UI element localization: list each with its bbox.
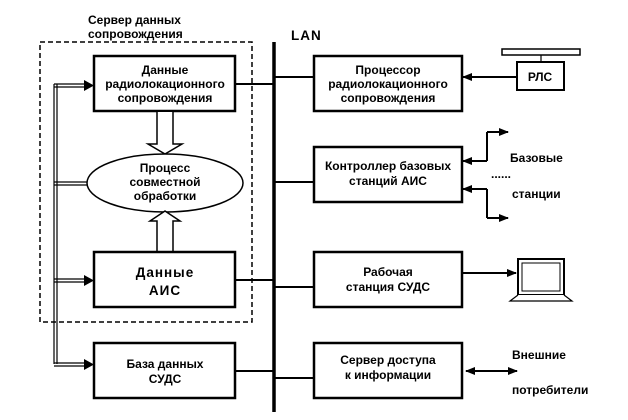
base-station-links bbox=[462, 128, 509, 222]
radar-data-line2: радиолокационного bbox=[105, 77, 225, 91]
workstation-block: Рабочая станция СУДС bbox=[312, 250, 464, 309]
access-server-line2: к информации bbox=[345, 368, 431, 382]
consumers-line1: Внешние bbox=[512, 348, 566, 362]
base-stations-line1: Базовые bbox=[510, 151, 563, 165]
radar-data-line3: сопровождения bbox=[118, 91, 213, 105]
radar-antenna-icon bbox=[501, 48, 581, 56]
workstation-line1: Рабочая bbox=[363, 265, 413, 279]
radar-data-line1: Данные bbox=[142, 63, 189, 77]
radar-processor-block: Процессор радиолокационного сопровождени… bbox=[312, 54, 464, 113]
consumers-line2: потребители bbox=[512, 383, 588, 397]
ais-data-line2: АИС bbox=[149, 283, 181, 298]
laptop-icon bbox=[508, 258, 574, 302]
radar-unit: РЛС bbox=[462, 48, 581, 91]
base-stations-line2: станции bbox=[512, 187, 561, 201]
vts-database-block: База данных СУДС bbox=[92, 341, 237, 400]
ais-controller-line1: Контроллер базовых bbox=[325, 159, 451, 173]
access-server-line1: Сервер доступа bbox=[340, 353, 436, 367]
fusion-process-line2: совместной bbox=[129, 175, 200, 189]
ais-data-block: Данные АИС bbox=[92, 250, 237, 309]
fusion-process-line1: Процесс bbox=[140, 161, 191, 175]
radar-processor-line2: радиолокационного bbox=[328, 77, 448, 91]
server-group-boundary bbox=[39, 41, 253, 323]
flow-arrow-up bbox=[147, 210, 183, 251]
radar-processor-line1: Процессор bbox=[355, 63, 420, 77]
base-stations-ellipsis: ...... bbox=[491, 167, 511, 181]
fusion-process-block: Процесс совместной обработки bbox=[86, 153, 244, 213]
vts-database-line2: СУДС bbox=[149, 372, 182, 386]
right-bus-connectors bbox=[274, 76, 314, 379]
access-server-block: Сервер доступа к информации bbox=[312, 341, 464, 400]
radar-data-block: Данные радиолокационного сопровождения bbox=[92, 54, 237, 113]
radar-processor-line3: сопровождения bbox=[341, 91, 436, 105]
left-bus-connectors bbox=[235, 83, 274, 372]
server-group-title-line1: Сервер данных bbox=[88, 13, 181, 27]
workstation-line2: станция СУДС bbox=[346, 280, 430, 294]
lan-label: LAN bbox=[291, 28, 322, 43]
radar-label: РЛС bbox=[528, 70, 553, 84]
ais-data-line1: Данные bbox=[136, 265, 194, 280]
vts-database-line1: База данных bbox=[127, 357, 204, 371]
ais-controller-line2: станций АИС bbox=[349, 174, 427, 188]
ais-controller-block: Контроллер базовых станций АИС bbox=[312, 145, 464, 204]
flow-arrow-down bbox=[145, 112, 185, 155]
left-feed-lines bbox=[53, 80, 94, 370]
fusion-process-line3: обработки bbox=[134, 189, 196, 203]
server-group-title-line2: сопровождения bbox=[88, 27, 183, 41]
